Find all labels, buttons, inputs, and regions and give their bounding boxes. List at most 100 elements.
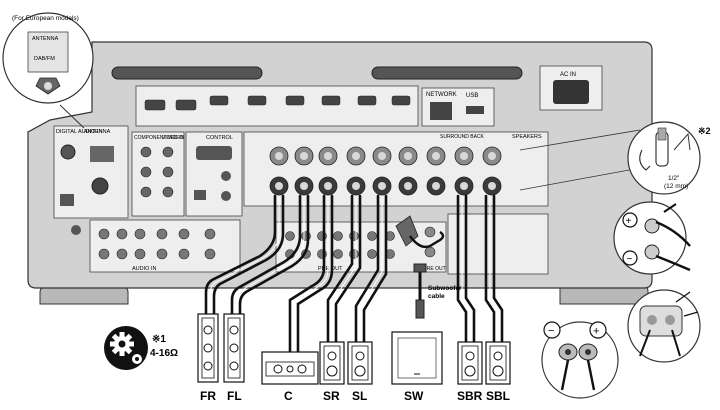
speaker-terminal-hole	[432, 152, 440, 160]
sr-cable	[326, 194, 354, 344]
sw-plug-end	[415, 299, 425, 319]
coaxial-jack	[60, 144, 76, 160]
network-port	[430, 102, 452, 120]
speaker-terminal-hole	[432, 182, 440, 190]
audio-in-label: AUDIO IN	[132, 266, 156, 272]
fr-cable	[204, 194, 277, 316]
sbr-cable-2	[464, 194, 476, 344]
svg-text:−: −	[627, 254, 633, 265]
speaker-labels: FR FL C SR SL SW SBR SBL	[200, 389, 510, 403]
european-note: (For European models)	[12, 15, 79, 22]
speaker-fl	[223, 313, 245, 383]
speaker-terminal-hole	[324, 182, 332, 190]
hdmi-port	[321, 95, 341, 106]
speaker-sbl	[485, 341, 511, 385]
zone-terminal-panel	[447, 213, 549, 275]
rca-jacks-video	[140, 146, 174, 198]
speaker-label-c: C	[284, 389, 293, 403]
antenna-panel-label: ANTENNA	[84, 129, 111, 135]
speaker-terminal-hole	[352, 182, 360, 190]
subwoofer-cable-label-2: cable	[428, 293, 445, 300]
sr-cable-2	[334, 194, 362, 344]
cable-highlights	[209, 195, 499, 353]
svg-text:+: +	[593, 326, 599, 338]
speaker-terminal-hole	[404, 152, 412, 160]
speaker-terminal-hole	[404, 182, 412, 190]
speaker-terminal-hole	[460, 182, 468, 190]
hdmi-port	[209, 95, 229, 106]
pre-out-label: PRE OUT	[318, 266, 343, 272]
speaker-cables	[204, 194, 504, 354]
speaker-terminal-hole	[300, 152, 308, 160]
speaker-sr	[319, 341, 345, 385]
plus-icon	[622, 212, 638, 228]
strip-length: 1/2"	[668, 175, 680, 182]
usb-label: USB	[466, 93, 478, 99]
speaker-terminal-block	[243, 131, 549, 207]
fl-cable	[230, 194, 302, 316]
speaker-label-fl: FL	[227, 389, 242, 403]
speaker-terminal-hole	[300, 182, 308, 190]
sbr-cable	[456, 194, 468, 344]
strip-wire-callout: ※2 1/2" (12 mm)	[627, 121, 711, 195]
speaker-terminal-hole	[275, 152, 283, 160]
hdmi-port	[357, 95, 377, 106]
component-video-panel	[131, 131, 185, 217]
speaker-terminal-hole	[324, 152, 332, 160]
sl-cable	[354, 194, 380, 344]
antenna-title: ANTENNA	[32, 36, 59, 42]
receiver-rear-panel: NETWORK USB AC IN DIGITAL AUDIO IN ANTEN…	[27, 41, 653, 305]
hdmi-port	[247, 95, 267, 106]
sbl-cable-2	[492, 194, 504, 344]
control-panel	[185, 131, 243, 217]
speaker-label-sbl: SBL	[486, 389, 510, 403]
speakers-label: SPEAKERS	[512, 134, 542, 140]
left-handle	[111, 66, 263, 80]
ac-in-socket	[553, 80, 589, 104]
usb-port	[466, 106, 484, 114]
speaker-terminal-hole	[378, 182, 386, 190]
audio-in-panel	[89, 219, 241, 273]
speaker-label-sr: SR	[323, 389, 340, 403]
note1-impedance: 4-16Ω	[150, 348, 178, 359]
banana-plug-callout: − +	[541, 321, 619, 399]
hdmi-ports	[144, 95, 411, 111]
c-cable	[288, 194, 326, 354]
subwoofer-cable-label-1: Subwoofer	[428, 285, 462, 292]
strip-length-mm: (12 mm)	[664, 183, 688, 190]
video-in-label: VIDEO IN	[162, 135, 184, 141]
hdmi-port	[391, 95, 411, 106]
european-antenna-callout: (For European models) ANTENNA DAB/FM	[2, 12, 94, 129]
speaker-sl	[347, 341, 373, 385]
fl-cable-2	[238, 194, 310, 316]
fm-terminal	[90, 146, 114, 162]
sw-pre-out-label: SW PRE OUT	[414, 266, 446, 272]
antenna-jack	[91, 177, 109, 195]
c-cable-2	[296, 194, 334, 354]
network-label: NETWORK	[426, 92, 457, 98]
component-video-label: COMPONENT VIDEO	[134, 135, 183, 141]
terminal-twist-callout: + −	[613, 201, 691, 275]
callout-leader	[519, 129, 641, 191]
speaker-terminals	[269, 146, 502, 196]
svg-text:+: +	[626, 216, 632, 227]
rs232-port	[196, 146, 232, 160]
digital-audio-in-label: DIGITAL AUDIO IN	[56, 129, 102, 135]
sbl-cable	[484, 194, 496, 344]
note2-mark: ※2	[698, 126, 711, 136]
ac-in-label: AC IN	[560, 72, 576, 78]
minus-icon	[543, 321, 561, 339]
hdmi-port	[175, 99, 197, 111]
wire-check-callout	[627, 289, 701, 363]
speaker-c	[261, 351, 319, 385]
svg-text:−: −	[548, 325, 554, 337]
optical-jack	[60, 194, 74, 206]
ground-screw	[71, 225, 81, 235]
hdmi-port	[285, 95, 305, 106]
note1: ※1 4-16Ω	[104, 326, 178, 370]
hdmi-port	[144, 99, 166, 111]
speaker-terminal-hole	[488, 152, 496, 160]
speaker-label-sbr: SBR	[457, 389, 483, 403]
speaker-terminal-hole	[460, 152, 468, 160]
speaker-label-sl: SL	[352, 389, 367, 403]
